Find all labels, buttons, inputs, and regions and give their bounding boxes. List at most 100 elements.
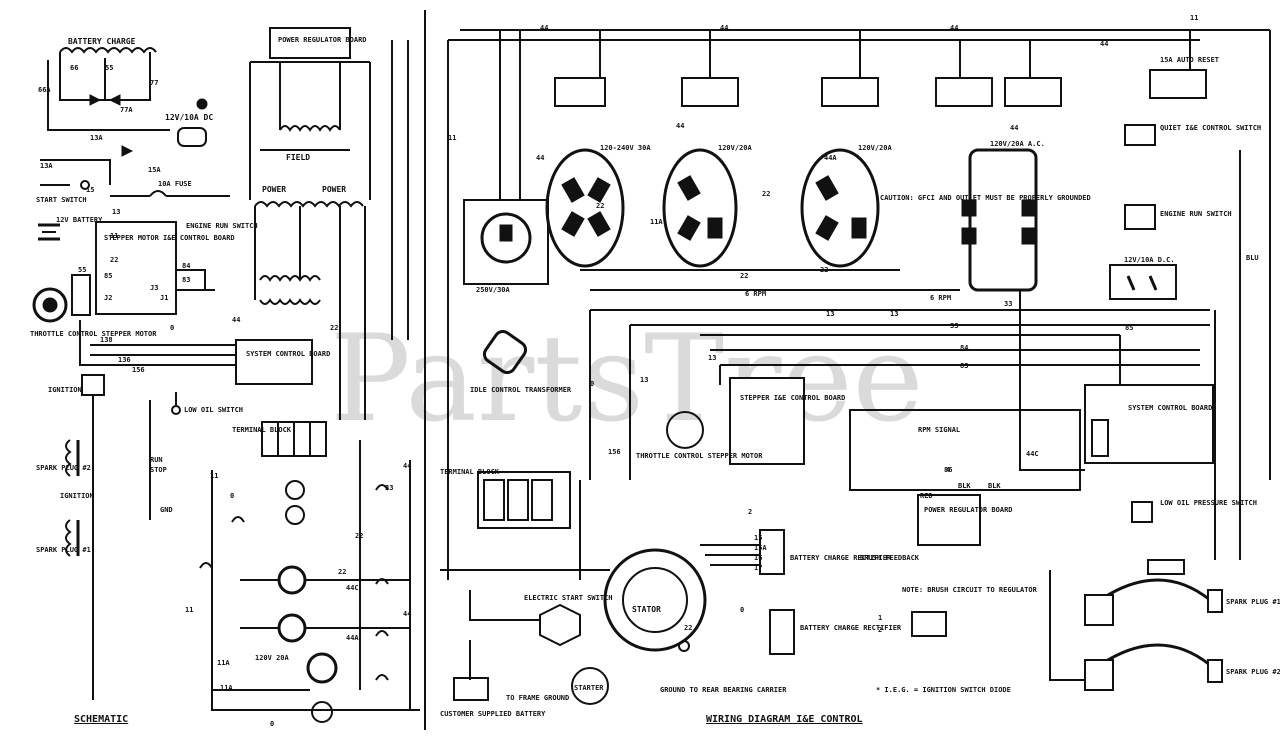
field-label: FIELD — [286, 153, 310, 162]
stator-core — [622, 567, 688, 633]
bpe-winding — [279, 125, 341, 132]
receptacle-slot — [707, 217, 723, 239]
dc-outlet — [1109, 264, 1177, 300]
spark-plug-1-label: SPARK PLUG #1 — [36, 546, 91, 554]
breaker-symbol — [199, 562, 213, 569]
throttle-stepper-motor — [666, 411, 704, 449]
wire-number-label: J3 — [150, 284, 158, 292]
electric-start-switch — [539, 603, 581, 647]
dc-outlet-pin — [1148, 275, 1158, 291]
receptacle-250v-label: 250V/30A — [476, 286, 511, 294]
wire-number-label: 33 — [950, 322, 958, 330]
throttle-motor-label: THROTTLE CONTROL STEPPER MOTOR — [30, 330, 157, 338]
wire-number-label: 44 — [676, 122, 684, 130]
wire-number-label: 44 — [1100, 40, 1108, 48]
wire-number-label: 136 — [118, 356, 131, 364]
charge-wire-66a — [47, 60, 170, 131]
dc-outlet-pin — [1126, 275, 1136, 291]
system-control-board — [235, 339, 313, 385]
receptacle-face — [480, 212, 532, 264]
wire-number-label: 44A — [824, 154, 837, 162]
brush-feedback-label: BRUSH FEEDBACK — [860, 554, 920, 562]
ground-dot — [196, 98, 208, 110]
wire-number-label: BLU — [1246, 254, 1259, 262]
wire-number-label: 85 — [1125, 324, 1133, 332]
wire-number-label: 44C — [346, 584, 359, 592]
wire-number-label: 66A — [38, 86, 51, 94]
ignition-1-label: IGNITION — [48, 386, 82, 394]
wire-number-label: 44 — [1010, 124, 1018, 132]
wire-number-label: 44C — [1026, 450, 1039, 458]
receptacle-symbol — [277, 613, 307, 643]
wire-number-label: 33 — [385, 484, 393, 492]
battery-label: 12V BATTERY — [56, 216, 103, 224]
bus-11 — [211, 470, 420, 711]
wire-number-label: 156 — [132, 366, 145, 374]
receptacle-symbol — [285, 505, 305, 525]
rectifier-2-label: BATTERY CHARGE RECTIFIER — [800, 624, 902, 632]
receptacle-120v-b — [800, 148, 880, 268]
stepper-board — [729, 377, 805, 465]
wiring-title: WIRING DIAGRAM I&E CONTROL — [706, 714, 863, 725]
wire-number-label: 44 — [950, 24, 958, 32]
receptacle-slot — [561, 177, 585, 203]
stator-label: STATOR — [632, 605, 661, 614]
wire-number-label: 22 — [684, 624, 692, 632]
wire-number-label: 44 — [403, 462, 411, 470]
wire-number-label: 44 — [720, 24, 728, 32]
breaker-cb1 — [554, 77, 606, 107]
wire-number-label: 15A — [148, 166, 161, 174]
wire-number-label: 15A — [754, 544, 767, 552]
start-switch-label: START SWITCH — [36, 196, 87, 204]
wire-number-label: J2 — [104, 294, 112, 302]
wire-number-label: 11 — [110, 232, 118, 240]
starter-label: STARTER — [574, 684, 604, 692]
power-right-label: POWER — [322, 185, 346, 194]
dc-12v-label: 12V/10A DC — [165, 113, 213, 122]
wire-number-label: 138 — [100, 336, 113, 344]
stepper-motor-label: STEPPER MOTOR I&E CONTROL BOARD — [104, 234, 235, 242]
power-winding — [254, 201, 364, 208]
fuse-symbol — [149, 190, 167, 197]
wire-number-label: 13 — [708, 354, 716, 362]
wire-number-label: 22 — [596, 202, 604, 210]
wire-number-label: 11 — [185, 606, 193, 614]
wire-number-label: 83 — [182, 276, 190, 284]
dc-outlet-symbol — [177, 127, 207, 147]
brush-note-label: NOTE: BRUSH CIRCUIT TO REGULATOR — [902, 586, 1038, 594]
idle-control-switch — [1124, 124, 1156, 146]
wire-number-label: 2 — [878, 626, 882, 634]
ground-terminal — [678, 640, 690, 652]
wire-156 — [79, 320, 240, 366]
motor-connector — [71, 274, 91, 316]
wire-number-label: 22 — [110, 256, 118, 264]
spark-coil-2 — [65, 519, 72, 557]
customer-battery-label: CUSTOMER SUPPLIED BATTERY — [440, 710, 546, 718]
breaker-cb4 — [935, 77, 993, 107]
starter-motor — [571, 667, 609, 705]
battery-charge-label: BATTERY CHARGE — [68, 37, 136, 46]
receptacle-slot — [499, 224, 513, 242]
wire-number-label: 1 — [878, 614, 882, 622]
battery-charge-winding — [59, 47, 157, 54]
wiring-panel: 15A AUTO RESET 250V/30A 120-240V 30A 120… — [440, 29, 1280, 725]
gfci-terminal — [1021, 227, 1037, 245]
throttle-motor-symbol — [32, 287, 68, 323]
receptacle-slot — [587, 211, 611, 237]
ignition-2-label: IGNITION — [60, 492, 94, 500]
wiring-terminal-block-label: TERMINAL BLOCK — [440, 468, 500, 476]
wire-number-label: 44 — [536, 154, 544, 162]
wire-number-label: 55 — [78, 266, 86, 274]
wire-number-label: 22 — [762, 190, 770, 198]
regulator-area — [849, 409, 1081, 491]
receptacle-slot — [851, 217, 867, 239]
wire-number-label: 15 — [86, 186, 94, 194]
spark-plug-2-label: SPARK PLUG #2 — [1226, 668, 1280, 676]
receptacle-120v-b-label: 120V/20A — [858, 144, 893, 152]
wire-number-label: BLK — [988, 482, 1001, 490]
dc-outlet-label: 12V/10A D.C. — [1124, 256, 1175, 264]
breaker-symbol — [375, 674, 389, 681]
wire-number-label: 156 — [608, 448, 621, 456]
